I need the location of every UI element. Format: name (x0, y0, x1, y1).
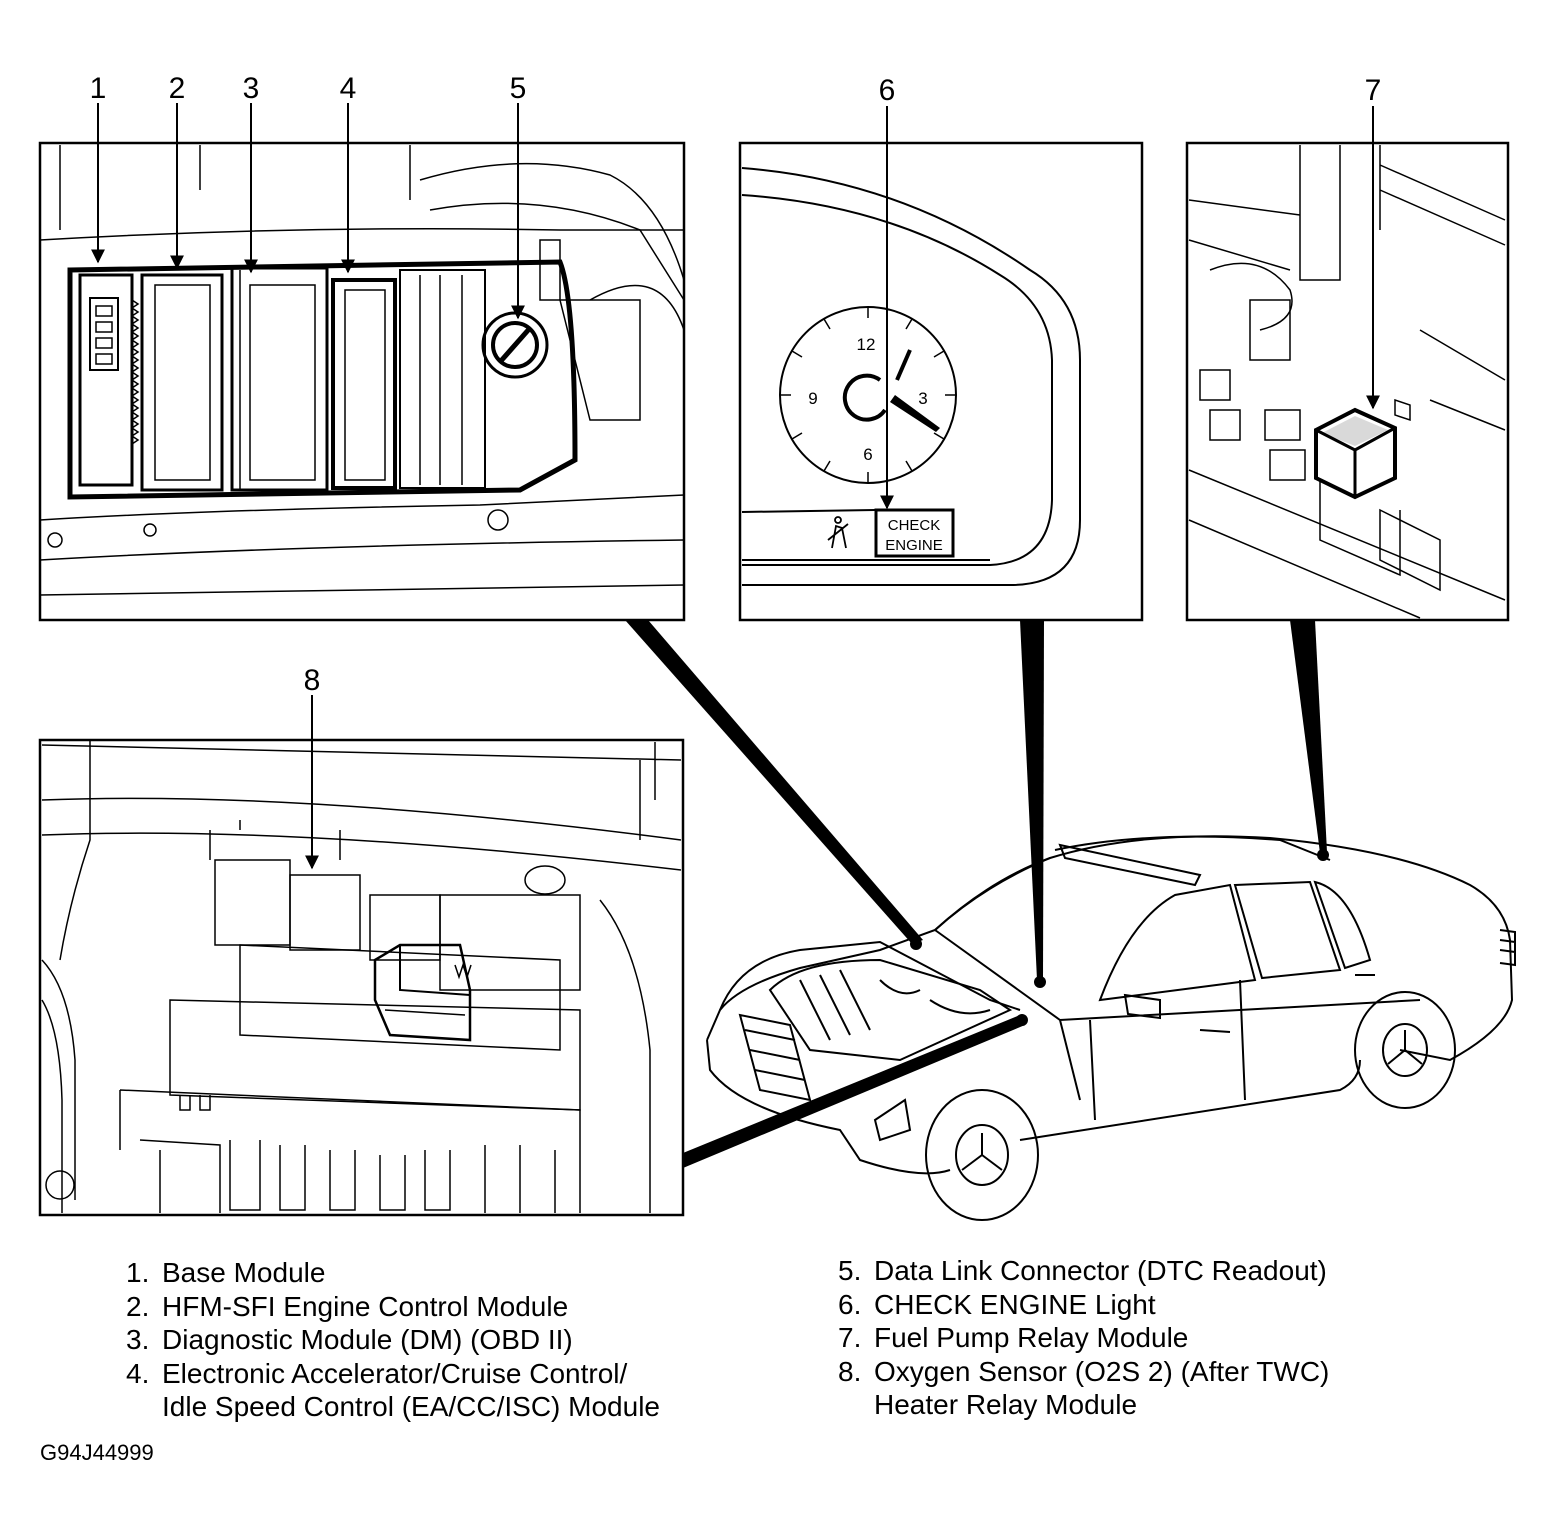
seat-belt-warning-icon (827, 516, 849, 549)
legend-item: 6. CHECK ENGINE Light (838, 1288, 1329, 1322)
diagnostic-module-drawing (230, 266, 329, 492)
gauge-label-6: 6 (863, 445, 872, 464)
callout-8: 8 (304, 664, 321, 697)
legend-text: Data Link Connector (DTC Readout) (874, 1255, 1327, 1286)
legend-item: 3. Diagnostic Module (DM) (OBD II) (126, 1323, 660, 1357)
legend-number: 3. (126, 1324, 150, 1355)
callout-3: 3 (243, 72, 260, 105)
panel-engine-modules (38, 141, 686, 622)
legend-number: 7. (838, 1322, 862, 1353)
check-engine-light: CHECK ENGINE (874, 508, 955, 558)
legend-text: Fuel Pump Relay Module (874, 1322, 1189, 1353)
accelerator-module-drawing (331, 269, 486, 490)
legend-number: 8. (838, 1355, 862, 1387)
legend-text: Oxygen Sensor (O2S 2) (After TWC) Heater… (874, 1355, 1330, 1421)
check-engine-line-2: ENGINE (885, 537, 943, 554)
figure-id: G94J44999 (40, 1440, 154, 1465)
check-engine-line-1: CHECK (888, 517, 941, 534)
legend-number: 6. (838, 1288, 862, 1320)
legend-item: 7. Fuel Pump Relay Module (838, 1321, 1329, 1355)
legend-item: 2. HFM-SFI Engine Control Module (126, 1290, 660, 1324)
legend-number: 2. (126, 1290, 150, 1322)
legend-text: HFM-SFI Engine Control Module (162, 1290, 569, 1322)
callout-6: 6 (879, 74, 896, 107)
callout-1: 1 (90, 72, 107, 105)
legend-left: 1. Base Module 2. HFM-SFI Engine Control… (126, 1256, 660, 1424)
legend-text: Electronic Accelerator/Cruise Control/ I… (162, 1357, 660, 1423)
legend-item: 1. Base Module (126, 1256, 660, 1290)
panel-relay-box (38, 738, 685, 1217)
gauge-label-12: 12 (857, 335, 876, 354)
panel-instrument-cluster: 12 3 6 9 CHECK ENGINE (738, 141, 1144, 622)
callout-arrows (91, 103, 1380, 870)
callout-4: 4 (340, 72, 357, 105)
engine-control-module-drawing (140, 273, 224, 492)
legend-item: 4. Electronic Accelerator/Cruise Control… (126, 1357, 660, 1424)
legend-right: 5. Data Link Connector (DTC Readout) 6. … (838, 1254, 1329, 1422)
legend-text: Diagnostic Module (DM) (OBD II) (162, 1324, 573, 1355)
data-link-connector-drawing (481, 311, 549, 379)
legend-number: 1. (126, 1257, 150, 1288)
gauge-label-3: 3 (918, 389, 927, 408)
gauge-dial: 12 3 6 9 (779, 306, 957, 484)
callout-2: 2 (169, 72, 186, 105)
legend-text: Base Module (162, 1257, 326, 1288)
leader-lines (625, 620, 1329, 1168)
panel-fuel-pump-relay (1185, 141, 1510, 622)
fuel-pump-relay-drawing (1314, 407, 1397, 500)
callout-7: 7 (1365, 74, 1382, 107)
callout-numbers: 1 2 3 4 5 6 7 8 (90, 72, 1382, 697)
callout-5: 5 (510, 72, 527, 105)
legend-item: 8. Oxygen Sensor (O2S 2) (After TWC) Hea… (838, 1355, 1329, 1422)
legend-number: 4. (126, 1357, 150, 1389)
base-module-drawing (78, 273, 140, 487)
legend-item: 5. Data Link Connector (DTC Readout) (838, 1254, 1329, 1288)
gauge-label-9: 9 (808, 389, 817, 408)
legend-number: 5. (838, 1255, 862, 1286)
oxygen-sensor-relay-drawing (373, 943, 472, 1042)
legend-text: CHECK ENGINE Light (874, 1288, 1156, 1320)
car-illustration (706, 835, 1516, 1221)
